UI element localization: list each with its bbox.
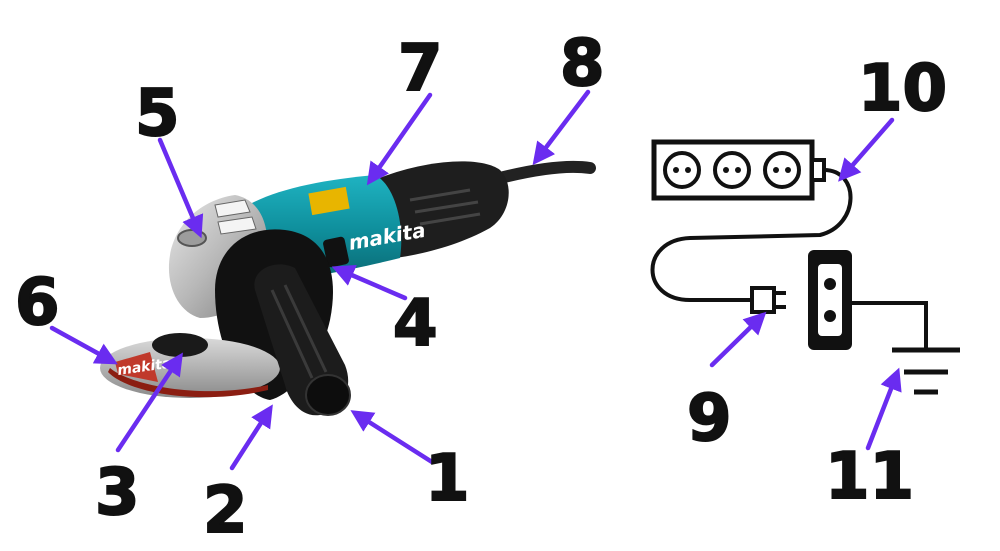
angle-grinder: makita makita (100, 160, 596, 416)
slide-switch (323, 236, 349, 268)
rear-handle-housing (370, 161, 509, 258)
label-9: 9 (687, 382, 732, 456)
callout-numbers: 1 2 3 4 5 6 7 8 9 10 11 (14, 26, 948, 549)
arrow-1 (350, 410, 435, 465)
arrow-6 (49, 325, 118, 365)
flange-nut (152, 333, 208, 357)
arrow-7 (366, 92, 433, 186)
label-3: 3 (95, 456, 140, 530)
arrow-3 (115, 352, 183, 453)
label-6: 6 (15, 266, 60, 340)
arrow-5 (157, 137, 204, 239)
label-11: 11 (825, 440, 914, 514)
label-1: 1 (425, 442, 470, 516)
power-cord (494, 160, 596, 184)
electrical-schematic (650, 139, 960, 395)
arrow-10 (838, 117, 895, 182)
grinding-disc (100, 338, 280, 398)
label-4: 4 (393, 287, 438, 361)
label-7: 7 (398, 32, 443, 106)
power-strip (651, 139, 826, 201)
callout-arrows (49, 89, 902, 471)
ground-symbol (852, 301, 960, 395)
label-8: 8 (560, 27, 605, 101)
label-10: 10 (858, 52, 947, 126)
arrow-8 (532, 89, 591, 166)
label-5: 5 (135, 77, 180, 151)
spindle-lock-button (177, 229, 207, 247)
arrow-4 (331, 265, 408, 301)
wall-socket (808, 250, 852, 350)
arrow-11 (865, 367, 902, 451)
arrow-2 (229, 404, 273, 471)
extension-cable (650, 168, 853, 302)
label-2: 2 (203, 474, 248, 548)
arrow-9 (709, 311, 767, 368)
plug (750, 286, 786, 314)
disc-brand-text: makita (116, 356, 172, 379)
